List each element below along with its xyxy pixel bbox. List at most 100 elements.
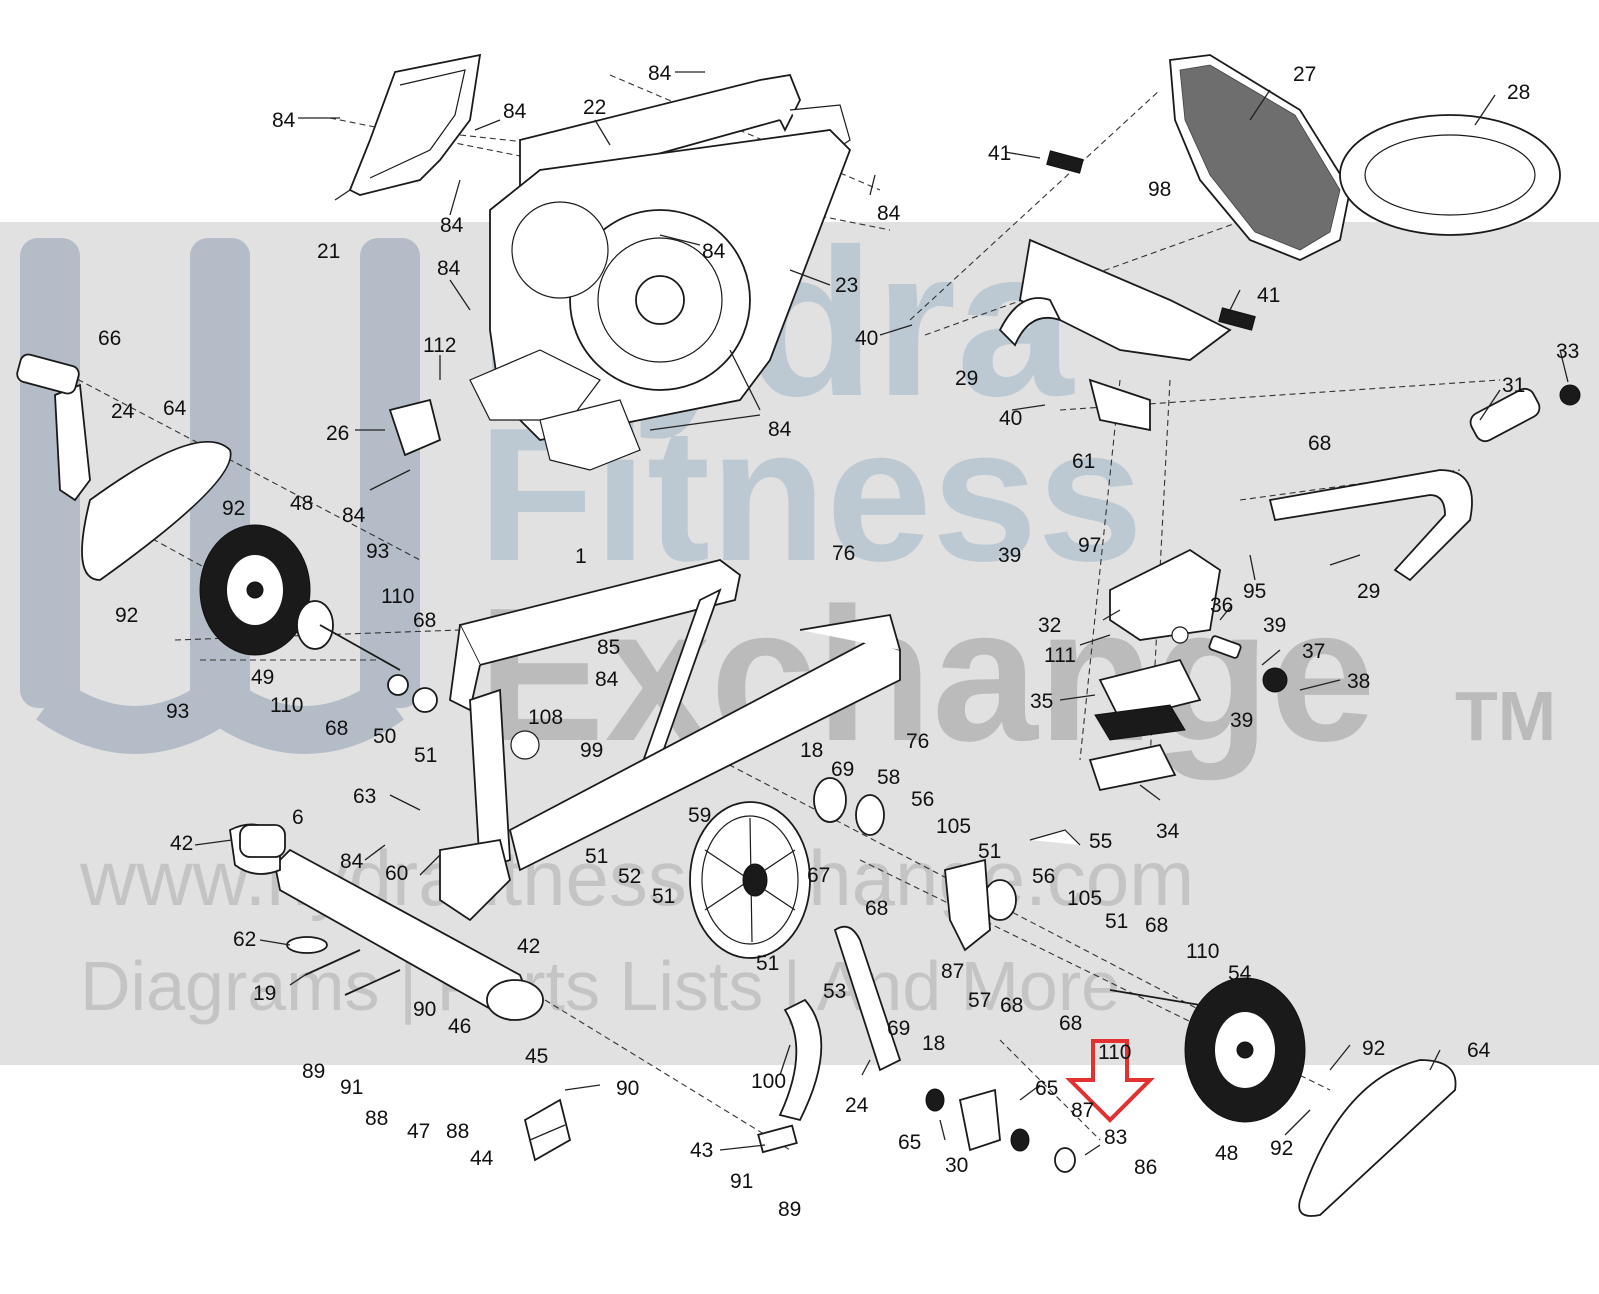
callout-36: 36 xyxy=(1210,594,1233,617)
part-26-plate xyxy=(388,398,442,457)
callout-42: 42 xyxy=(170,832,193,855)
callout-40: 40 xyxy=(999,407,1022,430)
callout-51: 51 xyxy=(652,885,675,908)
callout-84: 84 xyxy=(877,202,901,225)
part-53-crank-arm xyxy=(833,925,902,1072)
part-6-stabilizer xyxy=(229,823,544,1022)
callout-87: 87 xyxy=(941,960,964,983)
callout-68: 68 xyxy=(865,897,888,920)
callout-47: 47 xyxy=(407,1120,430,1143)
callout-69: 69 xyxy=(831,758,854,781)
part-51-bearing xyxy=(412,687,438,713)
callout-48: 48 xyxy=(1215,1142,1238,1165)
callout-84: 84 xyxy=(440,214,464,237)
callout-92: 92 xyxy=(115,604,138,627)
callout-83: 83 xyxy=(1104,1126,1127,1149)
callout-110: 110 xyxy=(270,694,303,717)
callout-53: 53 xyxy=(823,980,846,1003)
callout-93: 93 xyxy=(166,700,189,723)
callout-19: 19 xyxy=(253,982,276,1005)
callout-42: 42 xyxy=(517,935,540,958)
callout-89: 89 xyxy=(302,1060,325,1083)
callout-56: 56 xyxy=(1032,865,1055,888)
part-58-idler xyxy=(813,777,847,823)
part-41-pad-upper xyxy=(1046,150,1084,174)
callout-29: 29 xyxy=(955,367,978,390)
part-29-handlebar xyxy=(1268,384,1581,582)
callout-39: 39 xyxy=(1230,709,1253,732)
callout-26: 26 xyxy=(326,422,349,445)
callout-38: 38 xyxy=(1347,670,1370,693)
callout-57: 57 xyxy=(968,989,991,1012)
part-27-seat-back xyxy=(1169,54,1351,261)
callout-labels: 84 84 84 84 84 84 84 84 84 84 84 84 84 2… xyxy=(98,62,1579,1221)
callout-84: 84 xyxy=(702,240,726,263)
callout-37: 37 xyxy=(1302,640,1325,663)
part-54-axle xyxy=(1109,989,1231,1011)
callout-68: 68 xyxy=(325,717,348,740)
callout-91: 91 xyxy=(730,1170,753,1193)
callout-56: 56 xyxy=(911,788,934,811)
callout-46: 46 xyxy=(448,1015,471,1038)
leader-lines xyxy=(194,71,1569,1156)
callout-68: 68 xyxy=(1000,994,1023,1017)
callout-84: 84 xyxy=(595,668,619,691)
callout-87: 87 xyxy=(1071,1099,1094,1122)
callout-54: 54 xyxy=(1228,962,1252,985)
callout-40: 40 xyxy=(855,327,878,350)
callout-92: 92 xyxy=(222,497,245,520)
part-30-crank-hub xyxy=(925,1088,1076,1173)
callout-88: 88 xyxy=(365,1107,388,1130)
callout-97: 97 xyxy=(1078,534,1101,557)
part-24-left-crank xyxy=(16,353,91,502)
callout-59: 59 xyxy=(688,804,711,827)
callout-112: 112 xyxy=(423,334,456,357)
callout-65: 65 xyxy=(1035,1077,1058,1100)
callout-62: 62 xyxy=(233,928,256,951)
part-41-pad-lower xyxy=(1218,307,1256,331)
callout-76: 76 xyxy=(832,542,855,565)
part-44-sensor xyxy=(523,1098,572,1162)
callout-95: 95 xyxy=(1243,580,1266,603)
watermark-trademark: TM xyxy=(1455,677,1556,755)
callout-68: 68 xyxy=(1145,914,1168,937)
callout-22: 22 xyxy=(583,96,606,119)
part-57-idler-arm xyxy=(944,858,991,952)
callout-51: 51 xyxy=(1105,910,1128,933)
callout-110: 110 xyxy=(381,585,414,608)
callout-49: 49 xyxy=(251,666,274,689)
callout-105: 105 xyxy=(936,815,971,838)
callout-43: 43 xyxy=(690,1139,713,1162)
callout-23: 23 xyxy=(835,274,858,297)
callout-84: 84 xyxy=(437,257,461,280)
callout-93: 93 xyxy=(366,540,389,563)
callout-39: 39 xyxy=(998,544,1021,567)
part-59-drive-pulley xyxy=(689,801,811,959)
callout-67: 67 xyxy=(807,864,830,887)
callout-108: 108 xyxy=(528,706,563,729)
callout-68: 68 xyxy=(413,609,436,632)
callout-110: 110 xyxy=(1186,940,1219,963)
callout-111: 111 xyxy=(1044,644,1076,667)
callout-76: 76 xyxy=(906,730,929,753)
callout-6: 6 xyxy=(292,806,304,829)
part-23-main-shroud xyxy=(469,129,852,471)
callout-110: 110 xyxy=(1098,1041,1131,1064)
callout-91: 91 xyxy=(340,1076,363,1099)
part-48-pulley-right xyxy=(1184,977,1306,1123)
highlight-arrow-icon xyxy=(1065,1039,1155,1123)
callout-39: 39 xyxy=(1263,614,1286,637)
callout-84: 84 xyxy=(340,850,364,873)
part-32-seat-bracket xyxy=(1109,548,1221,644)
part-29-seat-frame xyxy=(998,238,1232,432)
callout-24: 24 xyxy=(845,1094,869,1117)
callout-92: 92 xyxy=(1362,1037,1385,1060)
callout-51: 51 xyxy=(585,845,608,868)
part-64-belt-left xyxy=(81,441,232,581)
callout-100: 100 xyxy=(751,1070,786,1093)
callout-51: 51 xyxy=(978,840,1001,863)
callout-58: 58 xyxy=(877,766,900,789)
callout-84: 84 xyxy=(768,418,792,441)
callout-66: 66 xyxy=(98,327,121,350)
callout-84: 84 xyxy=(342,504,366,527)
